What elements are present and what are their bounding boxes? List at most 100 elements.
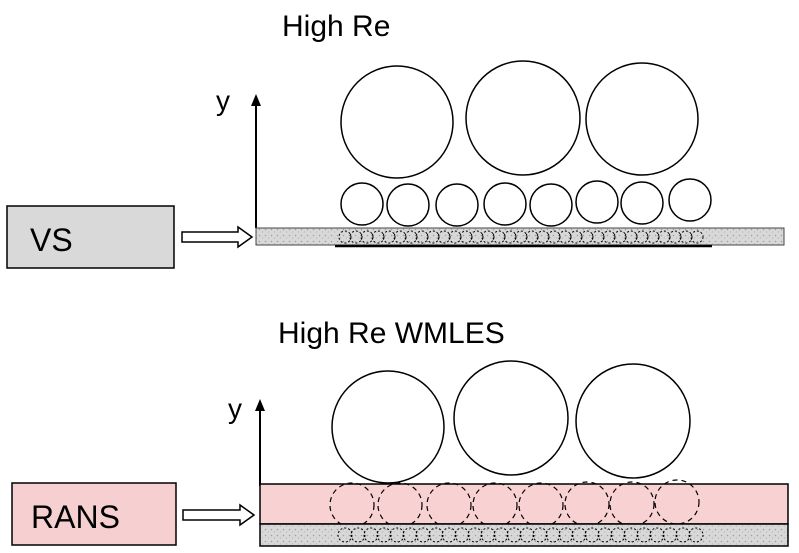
bottom-tiny-eddy	[636, 527, 652, 543]
top-tiny-eddy	[547, 230, 561, 244]
top-model-box	[6, 205, 175, 269]
top-tiny-eddy	[602, 230, 616, 244]
top-tiny-eddy	[635, 230, 649, 244]
bottom-hollow-arrow	[182, 503, 256, 527]
bottom-tiny-eddy	[402, 527, 418, 543]
bottom-tiny-eddy	[376, 527, 392, 543]
bottom-tiny-eddy	[675, 527, 691, 543]
top-small-eddy	[575, 180, 619, 224]
bottom-model-label: RANS	[31, 499, 120, 535]
top-tiny-eddy	[360, 230, 374, 244]
bottom-tiny-eddy	[415, 527, 431, 543]
bottom-tiny-eddy	[610, 527, 626, 543]
top-tiny-eddy	[503, 230, 517, 244]
top-tiny-eddy	[459, 230, 473, 244]
top-tiny-eddy	[591, 230, 605, 244]
bottom-modeled-eddies	[329, 479, 700, 528]
bottom-near-wall-tiny-eddies	[337, 527, 704, 543]
top-tiny-eddy	[437, 230, 451, 244]
bottom-modeled-eddy	[377, 482, 423, 528]
top-large-eddy	[340, 65, 454, 179]
bottom-modeled-eddy	[472, 482, 518, 528]
bottom-tiny-eddy	[649, 527, 665, 543]
bottom-tiny-eddy	[480, 527, 496, 543]
bottom-modeled-eddy	[518, 482, 564, 528]
top-tiny-eddy	[448, 230, 462, 244]
bottom-near-wall-layer	[259, 523, 789, 547]
top-near-wall-tiny-eddies	[338, 230, 704, 244]
bottom-tiny-eddy	[662, 527, 678, 543]
bottom-large-eddy	[453, 360, 569, 476]
bottom-large-eddy	[331, 370, 445, 484]
top-tiny-eddy	[613, 230, 627, 244]
top-hollow-arrow	[181, 225, 254, 249]
top-tiny-eddy	[492, 230, 506, 244]
top-y-axis-label: y	[216, 85, 230, 116]
top-tiny-eddy	[426, 230, 440, 244]
bottom-tiny-eddy	[623, 527, 639, 543]
top-small-eddy	[435, 183, 479, 227]
bottom-tiny-eddy	[454, 527, 470, 543]
top-model-label: VS	[30, 222, 73, 258]
top-y-axis-arrowhead	[251, 94, 261, 106]
bottom-modeled-eddy	[329, 482, 375, 528]
bottom-tiny-eddy	[441, 527, 457, 543]
top-tiny-eddy	[415, 230, 429, 244]
top-tiny-eddy	[569, 230, 583, 244]
bottom-large-eddy	[575, 363, 691, 479]
bottom-model-box	[11, 482, 177, 546]
top-large-eddy	[465, 60, 581, 176]
bottom-panel: High Re WMLES y RANS	[11, 317, 789, 547]
top-tiny-eddy	[404, 230, 418, 244]
bottom-tiny-eddy	[337, 527, 353, 543]
bottom-modeled-eddy	[564, 481, 610, 527]
bottom-tiny-eddy	[532, 527, 548, 543]
top-tiny-eddy	[580, 230, 594, 244]
bottom-tiny-eddy	[571, 527, 587, 543]
top-tiny-eddy	[393, 230, 407, 244]
bottom-modeled-eddy	[426, 482, 472, 528]
top-small-eddy	[386, 183, 430, 227]
top-tiny-eddy	[382, 230, 396, 244]
top-large-eddy	[585, 62, 699, 176]
top-tiny-eddy	[646, 230, 660, 244]
bottom-tiny-eddy	[519, 527, 535, 543]
bottom-y-axis-label: y	[228, 393, 242, 424]
top-small-eddy	[620, 181, 664, 225]
bottom-tiny-eddy	[584, 527, 600, 543]
top-tiny-eddy	[338, 230, 352, 244]
top-tiny-eddy	[536, 230, 550, 244]
bottom-tiny-eddy	[493, 527, 509, 543]
top-small-eddy	[483, 182, 527, 226]
bottom-tiny-eddy	[688, 527, 704, 543]
bottom-modeled-eddy	[654, 479, 700, 525]
top-small-eddy	[668, 178, 712, 222]
bottom-tiny-eddy	[350, 527, 366, 543]
top-tiny-eddy	[371, 230, 385, 244]
top-panel: High Re y VS	[6, 10, 785, 269]
top-tiny-eddy	[525, 230, 539, 244]
bottom-tiny-eddy	[545, 527, 561, 543]
top-tiny-eddy	[690, 230, 704, 244]
top-small-eddies	[340, 178, 712, 227]
bottom-y-axis-arrowhead	[255, 399, 265, 411]
bottom-tiny-eddy	[558, 527, 574, 543]
top-tiny-eddy	[558, 230, 572, 244]
top-tiny-eddy	[514, 230, 528, 244]
top-tiny-eddy	[679, 230, 693, 244]
top-tiny-eddy	[657, 230, 671, 244]
top-title: High Re	[282, 10, 390, 43]
bottom-tiny-eddy	[467, 527, 483, 543]
bottom-tiny-eddy	[506, 527, 522, 543]
top-tiny-eddy	[624, 230, 638, 244]
top-tiny-eddy	[481, 230, 495, 244]
top-near-wall-layer	[255, 227, 785, 246]
bottom-tiny-eddy	[597, 527, 613, 543]
top-tiny-eddy	[668, 230, 682, 244]
bottom-title: High Re WMLES	[278, 317, 505, 350]
top-tiny-eddy	[470, 230, 484, 244]
bottom-modeled-eddy	[609, 481, 655, 527]
top-small-eddy	[340, 182, 384, 226]
bottom-tiny-eddy	[389, 527, 405, 543]
